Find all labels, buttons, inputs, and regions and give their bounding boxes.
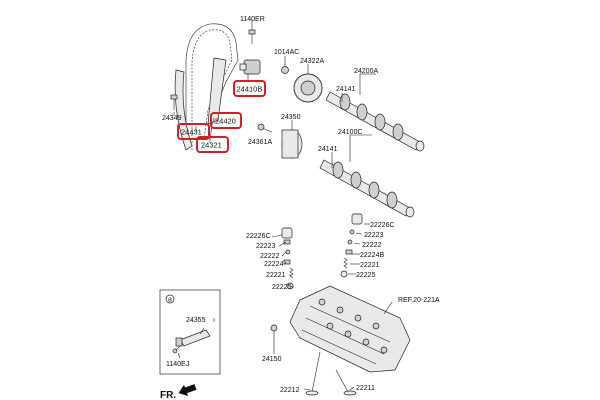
label-24431: 24431 [181,128,202,137]
front-label: FR. [160,390,176,400]
label-22211: 22211 [356,385,375,392]
valve-train-right [340,213,363,278]
label-24321: 24321 [201,141,222,150]
plug-24150 [270,324,278,350]
label-24349: 24349 [162,115,182,122]
label-24361a: 24361A [248,139,272,146]
label-24141-b: 24141 [318,146,338,153]
label-24141-a: 24141 [336,86,356,93]
label-24350: 24350 [281,114,301,121]
exhaust-sprocket [281,129,303,159]
label-24100c: 24100C [338,129,363,136]
label-1140ej: 1140EJ [166,361,189,368]
intake-sprocket [293,73,323,103]
timing-chain [185,23,239,150]
front-arrow-icon [178,384,197,396]
label-24200a: 24200A [354,68,378,75]
label-24420: 24420 [215,117,236,126]
label-22226c-left: 22226C [246,233,271,240]
label-22224b-right: 22224B [360,252,384,259]
label-22221-right: 22221 [360,262,380,269]
bolt-1140er [248,29,256,44]
label-22226c-right: 22226C [370,222,395,229]
bolt-24349 [170,94,178,110]
label-22222-right: 22222 [362,242,382,249]
label-1014ac: 1014AC [274,49,299,56]
front-indicator: FR. [160,384,197,400]
highlight-24431 [177,123,210,140]
bolt-1014ac [281,66,289,74]
valve-train-left [281,227,294,290]
bolt-24361a [257,123,273,133]
highlight-24321 [196,136,229,153]
label-24355: 24355 [186,317,206,324]
highlight-boxes [177,80,266,153]
label-22221-left: 22221 [266,272,286,279]
valves [305,351,357,396]
label-24322a: 24322A [300,58,324,65]
label-22222-left: 22222 [260,253,280,260]
label-22223-right: 22223 [364,232,384,239]
label-22225-left: 22225 [272,284,292,291]
label-1140er: 1140ER [240,16,265,23]
cylinder-head [289,285,411,373]
label-22225-right: 22225 [356,272,376,279]
label-22223-left: 22223 [256,243,276,250]
tensioner [239,59,261,75]
label-24410b: 24410B [237,85,263,94]
highlight-24410b [233,80,266,97]
inset-label: a [168,297,172,304]
camshaft-exhaust [319,159,415,218]
camshaft-intake [325,91,425,152]
label-ref: REF.20-221A [398,297,440,304]
label-22224-left: 22224 [264,261,284,268]
highlight-24420 [210,112,242,129]
part-labels: 1140ER 24410B 1014AC 24322A 24200A 24141… [162,16,440,394]
label-24150: 24150 [262,356,282,363]
label-22212: 22212 [280,387,300,394]
tensioner-arm [207,57,227,125]
inset-box: a [159,289,221,375]
